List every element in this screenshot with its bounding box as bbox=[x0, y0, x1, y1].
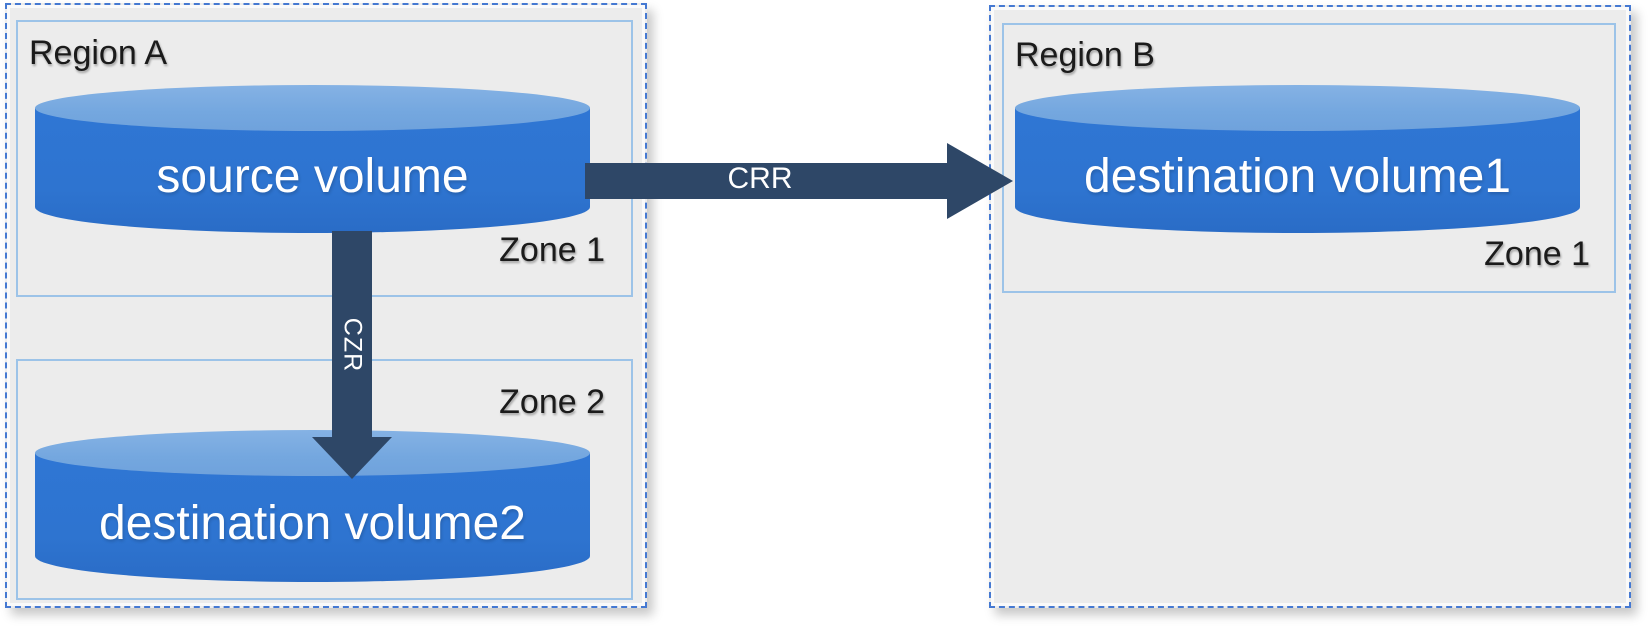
zone-a1-box: Zone 1 bbox=[16, 20, 633, 297]
region-a-box: Region A Zone 1 Zone 2 source volume des… bbox=[5, 3, 647, 608]
destination-volume1-label: destination volume1 bbox=[1084, 150, 1511, 203]
source-volume-cylinder: source volume bbox=[35, 85, 590, 233]
source-volume-label: source volume bbox=[156, 150, 469, 203]
czr-arrow-head bbox=[312, 437, 392, 479]
cylinder-top-ellipse bbox=[35, 85, 590, 131]
czr-arrow-shaft bbox=[332, 231, 372, 437]
cylinder-top-ellipse bbox=[1015, 85, 1580, 131]
zone-a1-label: Zone 1 bbox=[499, 230, 605, 269]
zone-a2-label: Zone 2 bbox=[499, 383, 605, 421]
zone-b1-label: Zone 1 bbox=[1484, 234, 1590, 273]
crr-arrow-label: CRR bbox=[727, 162, 793, 195]
cylinder-body: destination volume1 bbox=[1015, 108, 1580, 233]
destination-volume2-label: destination volume2 bbox=[99, 497, 526, 550]
region-b-box: Region B Zone 1 destination volume1 bbox=[989, 5, 1631, 608]
czr-arrow-label: CZR bbox=[338, 317, 367, 373]
region-a-label: Region A bbox=[29, 34, 167, 72]
zone-a2-box: Zone 2 bbox=[16, 359, 633, 600]
region-b-label: Region B bbox=[1015, 36, 1155, 74]
destination-volume1-cylinder: destination volume1 bbox=[1015, 85, 1580, 233]
crr-arrow-shaft bbox=[585, 163, 947, 199]
crr-arrow-head bbox=[947, 143, 1013, 219]
